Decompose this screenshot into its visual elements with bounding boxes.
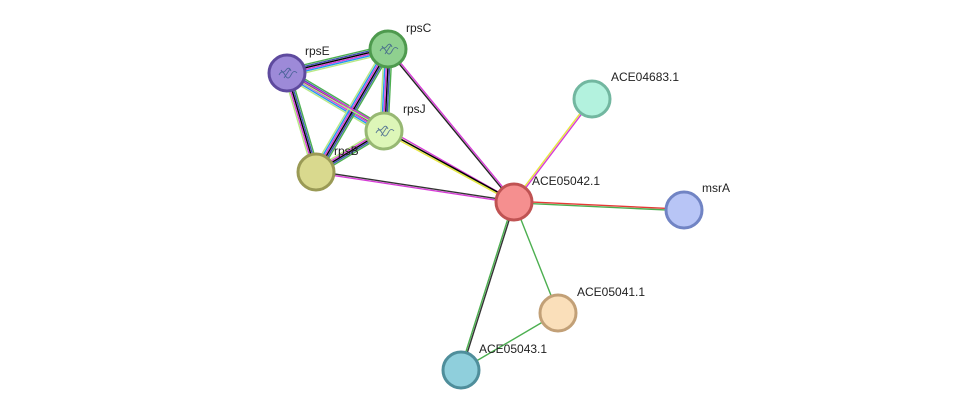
edge-evidence-line [388, 48, 516, 202]
protein-structure-icon [278, 67, 298, 79]
edge-evidence-line [315, 172, 514, 204]
interaction-edges [283, 44, 685, 371]
node-circle[interactable] [572, 79, 612, 119]
node-rpsJ[interactable]: rpsJ [364, 102, 426, 151]
edge-evidence-line [386, 49, 514, 203]
edge-evidence-line [384, 129, 515, 202]
node-ACE05041[interactable]: ACE05041.1 [538, 285, 645, 333]
node-label: ACE05043.1 [479, 342, 547, 356]
edge-evidence-line [512, 98, 592, 202]
node-ACE05042[interactable]: ACE05042.1 [494, 174, 600, 222]
node-label: ACE05041.1 [577, 285, 645, 299]
node-rpsB[interactable]: rpsB [296, 144, 359, 192]
node-label: rpsB [334, 144, 359, 158]
node-label: rpsC [406, 21, 432, 35]
edge-ACE05042-msrA [513, 200, 685, 212]
edge-rpsJ-ACE05042 [383, 129, 515, 204]
node-ACE05043[interactable]: ACE05043.1 [441, 342, 547, 390]
node-label: msrA [702, 181, 730, 195]
node-circle[interactable] [296, 152, 336, 192]
node-circle[interactable] [441, 350, 481, 390]
node-label: rpsE [305, 44, 330, 58]
node-label: rpsJ [403, 102, 426, 116]
node-rpsE[interactable]: rpsE [267, 44, 330, 93]
node-circle[interactable] [538, 293, 578, 333]
node-label: ACE04683.1 [611, 70, 679, 84]
edge-rpsC-ACE05042 [386, 48, 516, 203]
node-label: ACE05042.1 [532, 174, 600, 188]
node-circle[interactable] [494, 182, 534, 222]
edge-ACE05042-ACE05043 [459, 201, 516, 371]
protein-structure-icon [379, 43, 399, 55]
edge-evidence-line [316, 170, 515, 202]
node-rpsC[interactable]: rpsC [368, 21, 432, 69]
edge-evidence-line [459, 201, 514, 370]
protein-nodes: rpsC rpsE rpsJ rpsB ACE05042.1 ACE04683.1 msrA… [267, 21, 730, 390]
edge-evidence-line [514, 99, 594, 203]
protein-structure-icon [375, 125, 395, 137]
node-msrA[interactable]: msrA [664, 181, 730, 230]
edge-ACE05042-ACE05041 [513, 201, 559, 314]
edge-ACE05042-ACE04683 [512, 98, 594, 203]
edge-evidence-line [513, 201, 559, 314]
node-circle[interactable] [664, 190, 704, 230]
edge-evidence-line [514, 200, 685, 210]
edge-rpsB-ACE05042 [315, 170, 515, 204]
edge-evidence-line [383, 131, 514, 204]
node-ACE04683[interactable]: ACE04683.1 [572, 70, 679, 119]
edge-evidence-line [461, 202, 516, 371]
edge-evidence-line [513, 202, 684, 212]
